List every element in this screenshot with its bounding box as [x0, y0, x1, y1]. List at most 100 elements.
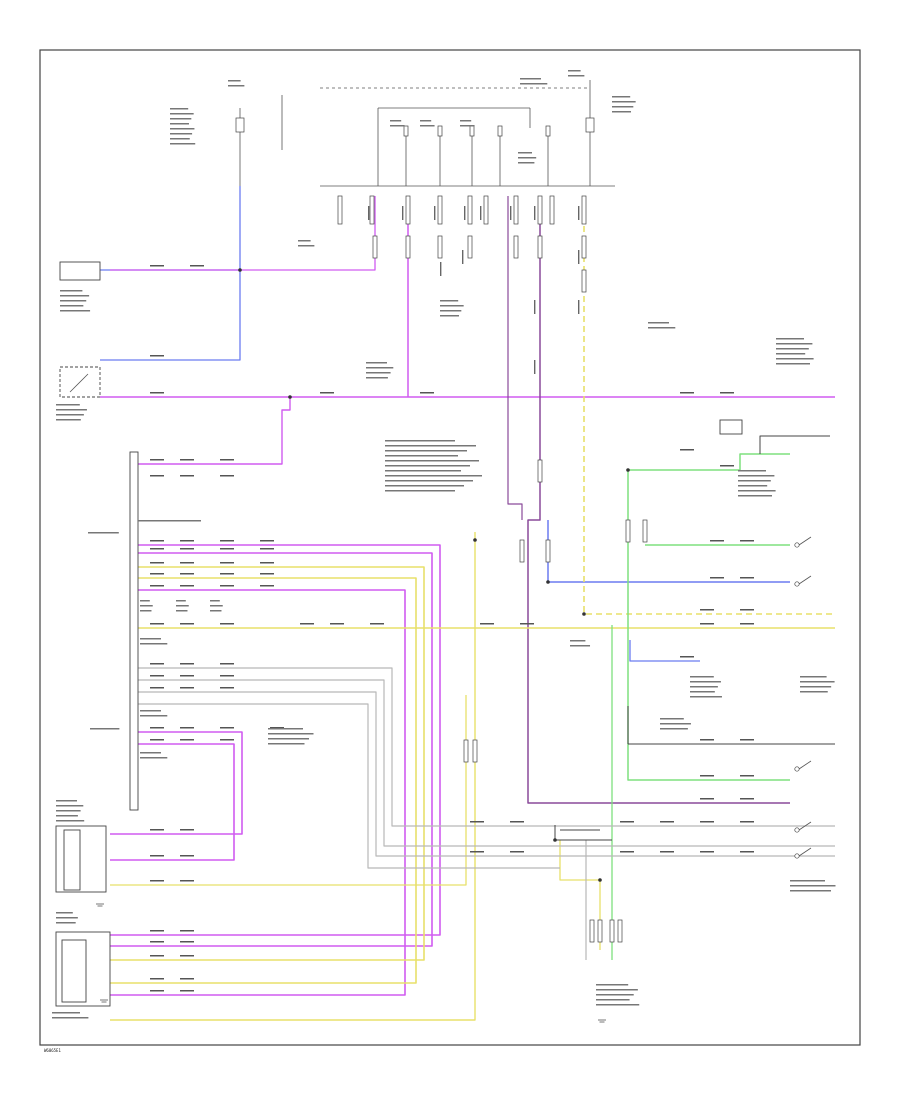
wire-code-label — [220, 687, 234, 689]
wire-code-label-vertical — [534, 360, 536, 374]
switch-blade-0 — [798, 536, 812, 546]
black-ground-data — [759, 435, 830, 454]
wire-code-label — [150, 941, 164, 943]
wire-code-label — [680, 449, 694, 451]
component-note — [648, 322, 669, 324]
wire-code-label — [150, 392, 164, 394]
component-note — [570, 645, 591, 647]
splice-dot — [473, 538, 477, 542]
wire-code-label — [220, 727, 234, 729]
component-note — [366, 367, 394, 369]
wire-code-label — [220, 623, 234, 625]
wire-layer — [100, 186, 835, 1021]
wire-code-label — [740, 540, 754, 542]
component-note — [298, 240, 311, 242]
component-note — [738, 475, 775, 477]
component-note — [140, 605, 153, 607]
component-note — [60, 305, 84, 307]
component-note — [176, 605, 189, 607]
wire-code-label — [220, 585, 234, 587]
blue-wire-module — [629, 640, 700, 662]
component-note — [56, 820, 85, 822]
wire-code-label-vertical — [534, 300, 536, 314]
component-note — [800, 691, 828, 693]
component-note — [170, 133, 193, 135]
yellow-wire-main — [583, 196, 835, 615]
wire-code-label — [180, 829, 194, 831]
component-note — [268, 743, 305, 745]
component-note — [385, 455, 458, 457]
component-note — [170, 123, 189, 125]
wire-code-label — [700, 821, 714, 823]
component-note — [56, 805, 84, 807]
connector-terminal-5 — [483, 195, 489, 225]
component-note — [690, 681, 721, 683]
wire-code-label — [180, 562, 194, 564]
green-wire-down — [627, 470, 790, 781]
component-note — [138, 520, 201, 522]
component-note — [366, 372, 391, 374]
component-note — [690, 691, 715, 693]
switch-blade-1 — [798, 575, 812, 585]
component-note — [440, 310, 462, 312]
switch-blade-4 — [798, 847, 812, 857]
component-note — [60, 310, 91, 312]
green-wire-cluster — [628, 453, 790, 471]
wire-code-label-vertical — [464, 206, 466, 220]
component-note — [776, 353, 806, 355]
switch-blade-2 — [798, 760, 812, 770]
violet-pcm-feed — [138, 397, 291, 465]
switch-terminal-0 — [794, 542, 800, 548]
wire-code-label — [150, 978, 164, 980]
wire-code-label — [150, 990, 164, 992]
component-note — [210, 600, 220, 602]
component-note — [170, 113, 194, 115]
component-note — [210, 610, 222, 612]
splice-dot — [598, 878, 602, 882]
wire-code-label — [660, 821, 674, 823]
fuse-icon — [497, 125, 503, 137]
wire-code-label — [510, 851, 524, 853]
wire-code-label — [150, 880, 164, 882]
component-note — [56, 810, 81, 812]
component-note — [170, 108, 189, 110]
component-note — [385, 465, 470, 467]
connector-terminal-4 — [467, 195, 473, 225]
wire-code-label — [740, 577, 754, 579]
component-note — [385, 480, 473, 482]
wire-code-label-vertical — [480, 206, 482, 220]
connector-terminal-2 — [405, 195, 411, 225]
inline-connector-10 — [545, 539, 551, 563]
component-note — [60, 290, 83, 292]
wire-code-label — [740, 775, 754, 777]
wire-code-label — [710, 540, 724, 542]
inline-connector-3 — [467, 235, 473, 259]
wire-code-label — [150, 855, 164, 857]
component-note — [385, 450, 467, 452]
component-note — [140, 757, 168, 759]
component-note — [56, 414, 84, 416]
component-note — [460, 125, 475, 127]
component-note — [440, 305, 464, 307]
component-note — [776, 343, 813, 345]
component-note — [520, 83, 548, 85]
component-note — [660, 718, 684, 720]
component-note — [518, 152, 532, 154]
yellow-lower-riser — [559, 840, 601, 950]
wire-code-label — [720, 392, 734, 394]
component-note — [385, 460, 479, 462]
fuse-icon — [585, 117, 595, 133]
component-note — [140, 600, 150, 602]
component-note — [420, 125, 435, 127]
component-note — [690, 696, 722, 698]
component-note — [140, 752, 161, 754]
wire-code-label — [180, 573, 194, 575]
wire-code-label — [220, 548, 234, 550]
component-note — [738, 490, 776, 492]
violet-pcm-range-a — [110, 731, 243, 835]
component-note — [170, 118, 192, 120]
wire-code-label-vertical — [462, 250, 464, 264]
purple-wire-right — [527, 196, 790, 804]
component-note — [776, 363, 810, 365]
